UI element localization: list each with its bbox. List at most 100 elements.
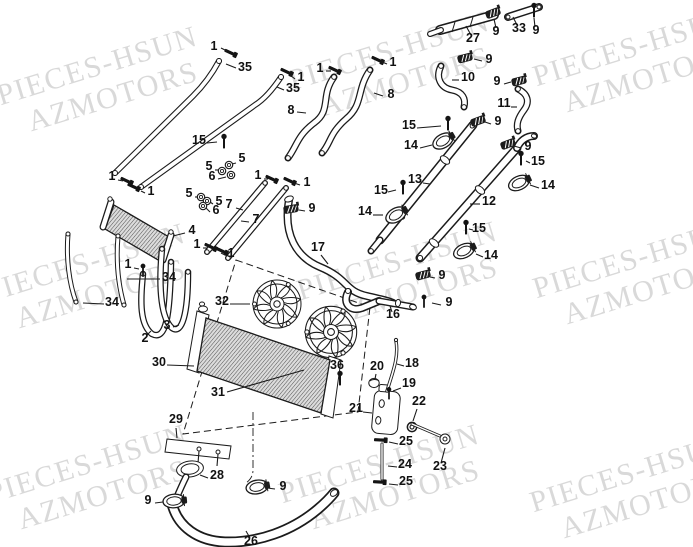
part-label-9: 9 — [494, 74, 501, 88]
part-pipes-34 — [66, 231, 127, 308]
part-label-9: 9 — [533, 23, 540, 37]
part-label-1: 1 — [228, 246, 235, 260]
part-label-18: 18 — [405, 356, 419, 370]
label-leader-14 — [475, 253, 484, 258]
part-label-1: 1 — [109, 169, 116, 183]
part-label-3: 3 — [164, 318, 171, 332]
part-label-35: 35 — [238, 60, 252, 74]
part-label-8: 8 — [388, 87, 395, 101]
part-label-6: 6 — [213, 203, 220, 217]
label-leader-9 — [431, 302, 442, 306]
label-leader-30 — [166, 364, 195, 367]
part-cap-20 — [368, 377, 380, 389]
part-fan-32-left — [252, 279, 302, 329]
label-leader-9 — [513, 145, 522, 149]
part-hose-27 — [430, 15, 494, 34]
label-leader-1 — [117, 179, 124, 182]
part-label-16: 16 — [386, 307, 400, 321]
part-label-11: 11 — [497, 96, 510, 110]
part-tube-18 — [385, 337, 399, 393]
label-leader-27 — [465, 25, 472, 36]
label-leader-15 — [387, 189, 397, 193]
part-label-15: 15 — [192, 133, 206, 147]
part-label-13: 13 — [408, 172, 422, 186]
label-leader-8 — [373, 92, 384, 97]
label-leader-28 — [199, 474, 209, 479]
label-leader-35 — [276, 86, 285, 91]
label-leader-1 — [289, 74, 296, 80]
label-leader-9 — [484, 121, 492, 125]
label-leader-1 — [220, 252, 226, 256]
part-label-5: 5 — [186, 186, 193, 200]
part-label-9: 9 — [486, 52, 493, 66]
label-leader-14 — [529, 184, 540, 189]
part-label-1: 1 — [125, 257, 132, 271]
part-label-9: 9 — [309, 201, 316, 215]
part-label-31: 31 — [211, 385, 225, 399]
part-label-25: 25 — [399, 474, 413, 488]
part-label-5: 5 — [216, 194, 223, 208]
part-label-23: 23 — [433, 459, 447, 473]
part-label-36: 36 — [330, 358, 344, 372]
part-label-9: 9 — [525, 139, 532, 153]
part-label-24: 24 — [398, 457, 412, 471]
part-label-2: 2 — [142, 331, 149, 345]
part-label-5: 5 — [206, 159, 213, 173]
part-label-1: 1 — [194, 237, 201, 251]
part-label-17: 17 — [311, 240, 325, 254]
part-label-9: 9 — [439, 268, 446, 282]
part-label-15: 15 — [374, 183, 388, 197]
label-leader-19 — [392, 387, 402, 392]
part-hose-11 — [516, 87, 528, 134]
part-joint-16 — [346, 288, 417, 311]
label-leader-9 — [266, 487, 276, 490]
part-label-9: 9 — [280, 479, 287, 493]
part-label-1: 1 — [304, 175, 311, 189]
label-leader-6 — [217, 176, 227, 180]
label-leader-5 — [209, 201, 214, 205]
label-leader-1 — [140, 190, 146, 194]
part-tube-33 — [506, 5, 541, 19]
part-label-7: 7 — [253, 212, 260, 226]
part-radiator-31 — [186, 301, 342, 419]
part-label-15: 15 — [531, 154, 545, 168]
part-label-20: 20 — [370, 359, 384, 373]
label-leader-1 — [220, 47, 228, 52]
part-filler-cap-28 — [176, 460, 204, 478]
part-label-25: 25 — [399, 434, 413, 448]
part-label-14: 14 — [484, 248, 498, 262]
label-leader-3 — [172, 324, 180, 328]
part-label-9: 9 — [446, 295, 453, 309]
part-label-4: 4 — [189, 223, 196, 237]
part-label-5: 5 — [239, 151, 246, 165]
part-label-19: 19 — [402, 376, 416, 390]
part-label-14: 14 — [404, 138, 418, 152]
part-label-27: 27 — [466, 31, 480, 45]
part-label-9: 9 — [493, 24, 500, 38]
label-leader-25 — [388, 483, 399, 486]
part-label-9: 9 — [145, 493, 152, 507]
label-leader-20 — [374, 373, 377, 380]
label-leader-14 — [419, 144, 433, 149]
label-leader-1 — [293, 182, 301, 186]
part-pipes-7 — [205, 181, 288, 260]
part-label-34: 34 — [105, 295, 119, 309]
part-label-15: 15 — [402, 118, 416, 132]
part-oil-cooler-4 — [99, 196, 175, 264]
part-label-1: 1 — [255, 168, 262, 182]
part-label-1: 1 — [390, 55, 397, 69]
label-leader-33 — [512, 16, 518, 26]
part-bracket-29 — [164, 438, 232, 467]
label-leader-8 — [296, 111, 307, 114]
part-label-1: 1 — [148, 184, 155, 198]
label-leader-29 — [175, 427, 178, 439]
diagram-line-art — [66, 2, 541, 542]
part-label-1: 1 — [298, 70, 305, 84]
label-leader-31 — [226, 369, 305, 393]
part-label-35: 35 — [286, 81, 300, 95]
part-label-34: 34 — [162, 270, 176, 284]
